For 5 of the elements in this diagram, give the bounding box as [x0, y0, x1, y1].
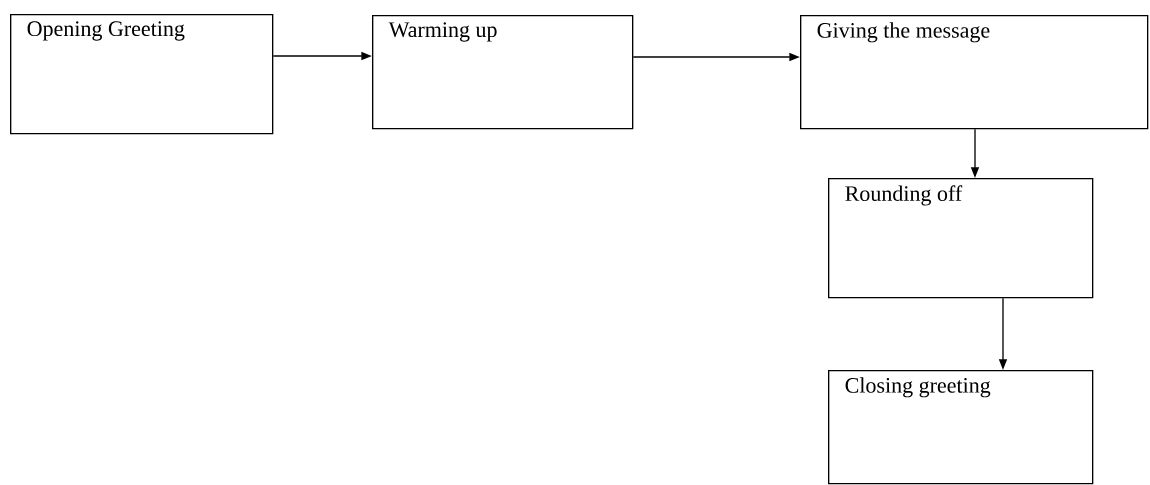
process-box: Closing greeting	[828, 370, 1094, 485]
process-box: Rounding off	[828, 178, 1094, 299]
process-box: Giving the message	[800, 15, 1149, 130]
process-box: Warming up	[372, 15, 634, 130]
process-box: Opening Greeting	[10, 14, 274, 135]
